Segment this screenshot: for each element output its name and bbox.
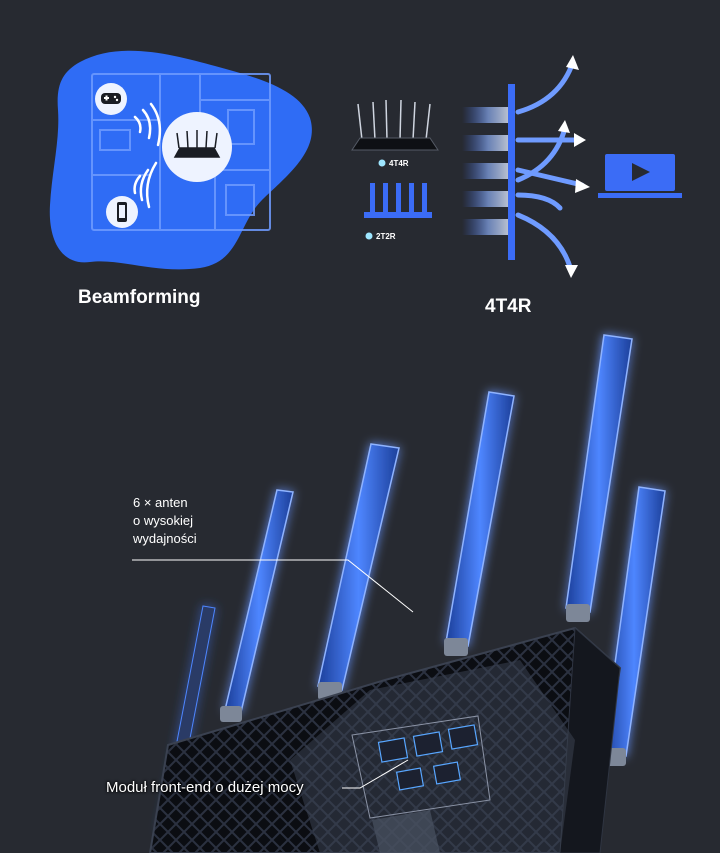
module-label: Moduł front-end o dużej mocy [106, 779, 304, 796]
antenna-2 [224, 489, 294, 713]
signal-waves-left [133, 102, 162, 209]
monitor-play-icon [598, 154, 682, 198]
antenna-array-icon [364, 183, 432, 218]
antenna-callout-line-3: wydajności [133, 531, 197, 546]
antenna-4 [445, 391, 515, 647]
status-dot [365, 232, 373, 240]
antenna-3 [317, 443, 400, 691]
router-icon [173, 130, 221, 158]
signal-streams [462, 107, 514, 235]
compare-stream-label: 2T2R [376, 232, 396, 241]
gamepad-icon [101, 93, 121, 104]
front-end-modules [377, 724, 479, 791]
beam-arrows [515, 59, 585, 273]
floor-plan [91, 73, 271, 231]
beamforming-title: Beamforming [78, 287, 201, 308]
antenna-callout: 6 × anten o wysokiej wydajności [133, 494, 197, 548]
router-icon [351, 99, 439, 151]
status-dot [378, 159, 386, 167]
mimo-title: 4T4R [485, 296, 532, 317]
antenna-5 [565, 334, 633, 613]
callout-lines [132, 559, 414, 789]
router-body [148, 626, 622, 853]
antenna-callout-line-1: 6 × anten [133, 495, 188, 510]
barrier-bar [508, 84, 515, 260]
antenna-callout-line-2: o wysokiej [133, 513, 193, 528]
router-stream-label: 4T4R [389, 159, 409, 168]
